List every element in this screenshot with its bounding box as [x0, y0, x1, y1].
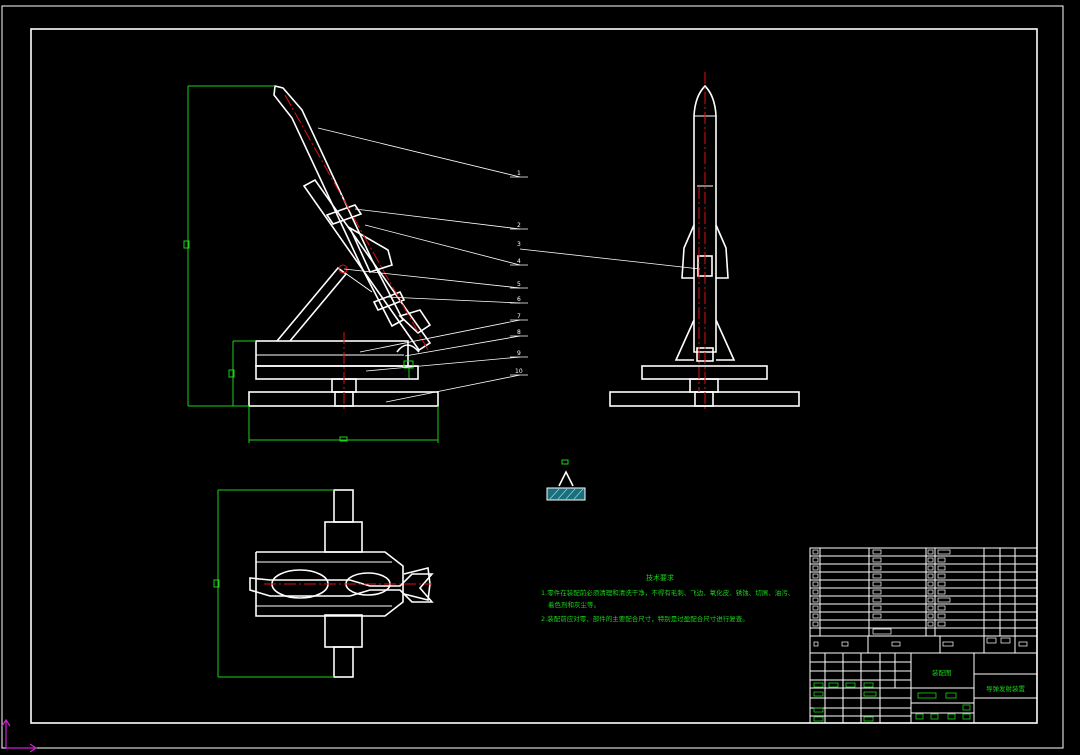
drawing-frame: [30, 28, 1038, 724]
balloon-6: 6: [517, 296, 521, 303]
title-drawing-name: 装配图: [932, 668, 952, 677]
end-view: [609, 72, 800, 412]
title-company: 导弹发射装置: [986, 684, 1026, 693]
balloon-3: 3: [517, 241, 521, 248]
balloon-4: 4: [517, 258, 521, 265]
parts-list: [809, 547, 1038, 644]
balloon-numbers: 1 2 3 4 5 6 7 8 9 10: [515, 170, 523, 375]
leader-lines: [317, 127, 701, 403]
side-view-dimensions: [183, 85, 439, 443]
title-block: 装配图 导弹发射装置: [809, 635, 1038, 724]
side-view: [248, 85, 439, 412]
balloon-1: 1: [517, 170, 521, 177]
balloon-9: 9: [517, 350, 521, 357]
balloon-2: 2: [517, 222, 521, 229]
balloon-10: 10: [515, 368, 523, 375]
notes-line-2: 2.装配前应对零、部件的主要配合尺寸，特别是过盈配合尺寸进行复查。: [541, 614, 749, 623]
balloon-8: 8: [517, 329, 521, 336]
top-view-dimensions: [213, 489, 334, 678]
notes-line-1: 1.零件在装配前必须清理和清洗干净，不得有毛刺、飞边、氧化皮、锈蚀、切屑、油污、: [541, 588, 794, 597]
balloon-7: 7: [517, 313, 521, 320]
sheet-outer-border: [1, 5, 1064, 749]
notes-heading: 技术要求: [646, 573, 674, 582]
ucs-icon: [1, 718, 38, 753]
section-detail-symbol: [546, 459, 586, 501]
notes-line-1b: 着色剂和灰尘等。: [548, 600, 600, 609]
technical-requirements: 技术要求 1.零件在装配前必须清理和清洗干净，不得有毛刺、飞边、氧化皮、锈蚀、切…: [541, 573, 794, 623]
top-view: [249, 489, 434, 678]
balloon-5: 5: [517, 281, 521, 288]
